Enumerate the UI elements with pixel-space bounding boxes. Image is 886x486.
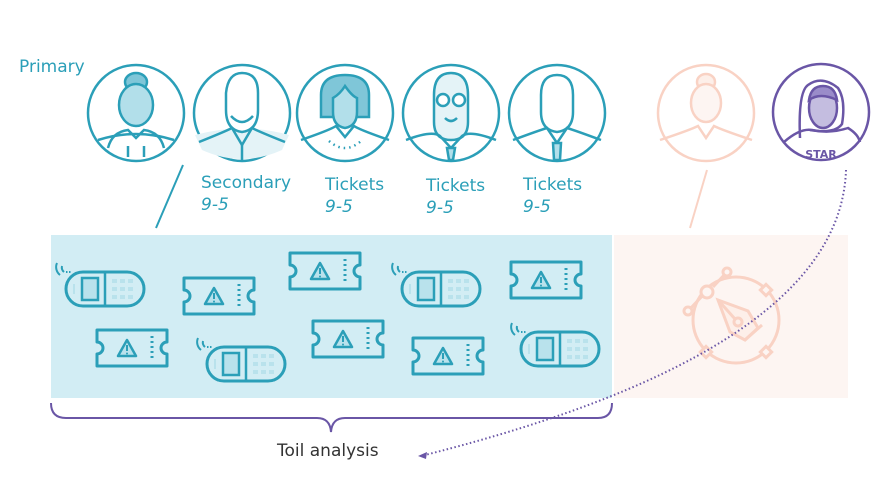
hours: 9-5 bbox=[201, 195, 229, 215]
person-label-secondary: Secondary 9-5 bbox=[201, 172, 291, 216]
arrow-head bbox=[418, 452, 427, 459]
role-title: Secondary bbox=[201, 173, 292, 193]
pen-tool-icon bbox=[682, 266, 781, 365]
avatar-faded bbox=[656, 63, 756, 163]
avatar-primary bbox=[86, 63, 186, 163]
pointer-line bbox=[155, 164, 184, 229]
avatar-secondary bbox=[192, 63, 292, 163]
avatar-tickets-2 bbox=[401, 63, 501, 163]
toil-analysis-label: Toil analysis bbox=[277, 441, 379, 461]
hours: 9-5 bbox=[325, 197, 353, 217]
hours: 9-5 bbox=[426, 198, 454, 218]
person-label-tickets-2: Tickets 9-5 bbox=[426, 175, 485, 219]
role-title: Tickets bbox=[426, 176, 486, 196]
pointer-line-faded bbox=[689, 169, 708, 229]
star-badge: STAR bbox=[805, 148, 837, 161]
role-title: Tickets bbox=[325, 175, 385, 195]
person-label-tickets-1: Tickets 9-5 bbox=[325, 174, 384, 218]
primary-label: Primary bbox=[19, 57, 85, 77]
avatar-star: STAR bbox=[771, 62, 871, 162]
avatar-tickets-3 bbox=[507, 63, 607, 163]
hours: 9-5 bbox=[523, 197, 551, 217]
avatar-tickets-1 bbox=[295, 63, 395, 163]
curly-brace bbox=[50, 402, 613, 433]
dotted-arrow bbox=[424, 169, 847, 456]
role-title: Tickets bbox=[523, 175, 583, 195]
team-work-area bbox=[51, 235, 612, 398]
person-label-tickets-3: Tickets 9-5 bbox=[523, 174, 582, 218]
